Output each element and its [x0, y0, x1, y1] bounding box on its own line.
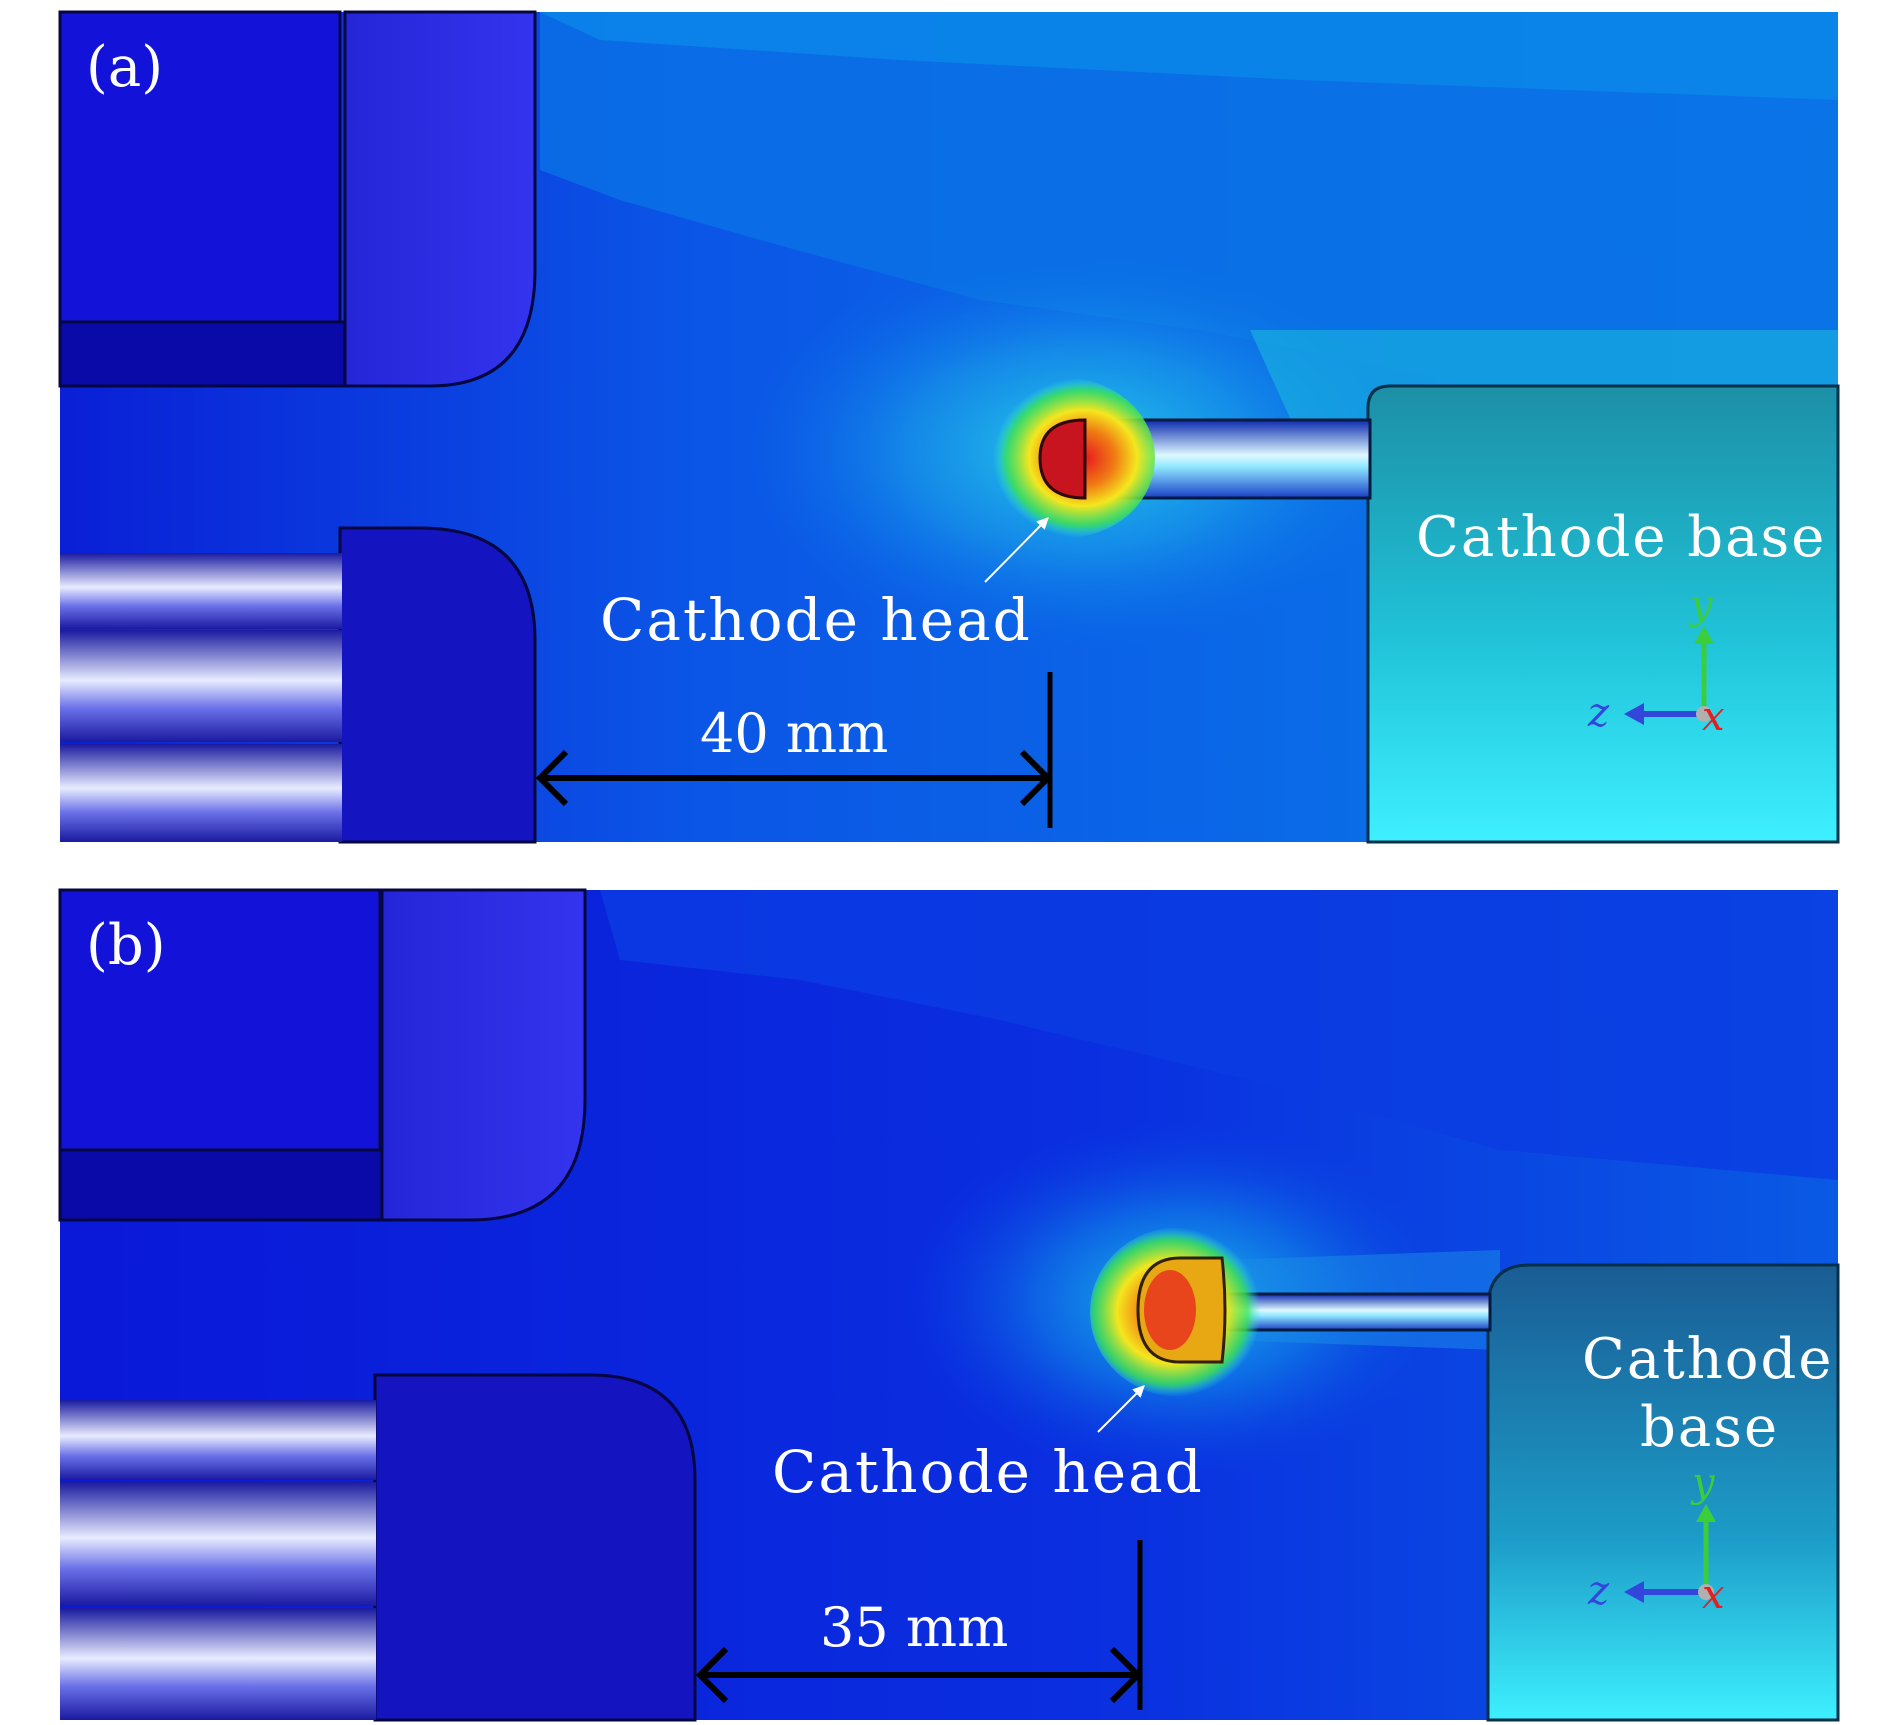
panel-b-axis-z: z	[1587, 1568, 1610, 1614]
panel-a-cathode-base-label: Cathode base	[1416, 505, 1826, 570]
panel-b-field-contour	[600, 890, 1838, 1180]
panel-a-tube-1	[60, 553, 342, 629]
panel-b: (b) Cathode head Cathode base 35 mm y z …	[58, 888, 1840, 1722]
panel-a-distance-label: 40 mm	[700, 702, 888, 765]
panel-b-tube-1	[60, 1400, 376, 1480]
panel-a: (a) Cathode head Cathode base 40 mm y z …	[58, 10, 1840, 844]
panel-a-leader-line	[984, 517, 1049, 583]
panel-a-tube-3	[60, 744, 342, 842]
panel-a-axis-y: y	[1688, 582, 1714, 628]
panel-a-anode-cap	[343, 10, 537, 388]
panel-b-anode-cap	[380, 888, 587, 1222]
panel-b-cathode-base-label-line1: Cathode	[1582, 1327, 1834, 1392]
panel-b-axis-x: x	[1702, 1572, 1725, 1618]
panel-a-anode-tube-cap	[338, 526, 537, 844]
panel-a-tube-2	[60, 630, 342, 742]
panel-a-axis-x: x	[1702, 694, 1725, 740]
panel-a-anode-block-lower	[58, 320, 352, 388]
panel-b-anode-tube-cap	[373, 1373, 697, 1722]
panel-b-axis-y: y	[1690, 1460, 1716, 1506]
panel-b-cathode-base	[1486, 1263, 1840, 1722]
panel-b-axis-triad: y z x	[1587, 1460, 1725, 1618]
panel-b-leader-line	[1097, 1385, 1145, 1433]
panel-b-anode-block-lower	[58, 1148, 384, 1222]
panel-a-anode-block	[58, 10, 342, 324]
panel-a-cathode-head-label: Cathode head	[600, 586, 1032, 654]
panel-b-cathode-base-label-line2: base	[1640, 1395, 1779, 1460]
panel-a-dimension-arrow-right	[1019, 749, 1053, 807]
panel-b-cathode-head-core	[1144, 1270, 1196, 1350]
panel-b-tube-2	[60, 1482, 376, 1606]
panel-a-axis-z: z	[1587, 690, 1610, 736]
panel-a-label: (a)	[86, 35, 163, 100]
panel-a-cathode-base	[1366, 384, 1840, 844]
panel-a-axis-triad: y z x	[1587, 582, 1725, 740]
panel-a-field-contour	[540, 12, 1838, 420]
panel-a-cathode-head	[1038, 418, 1087, 500]
panel-a-field-contour-upper	[540, 12, 1838, 100]
panel-b-cathode-head-label: Cathode head	[772, 1438, 1204, 1506]
panel-b-distance-label: 35 mm	[820, 1596, 1008, 1659]
panel-a-dimension-arrow-left	[535, 749, 569, 807]
panel-b-tube-3	[60, 1608, 376, 1720]
panel-b-dimension-arrow-right	[1109, 1646, 1143, 1704]
panel-b-label: (b)	[86, 913, 166, 978]
panel-b-dimension-arrow-left	[695, 1646, 729, 1704]
